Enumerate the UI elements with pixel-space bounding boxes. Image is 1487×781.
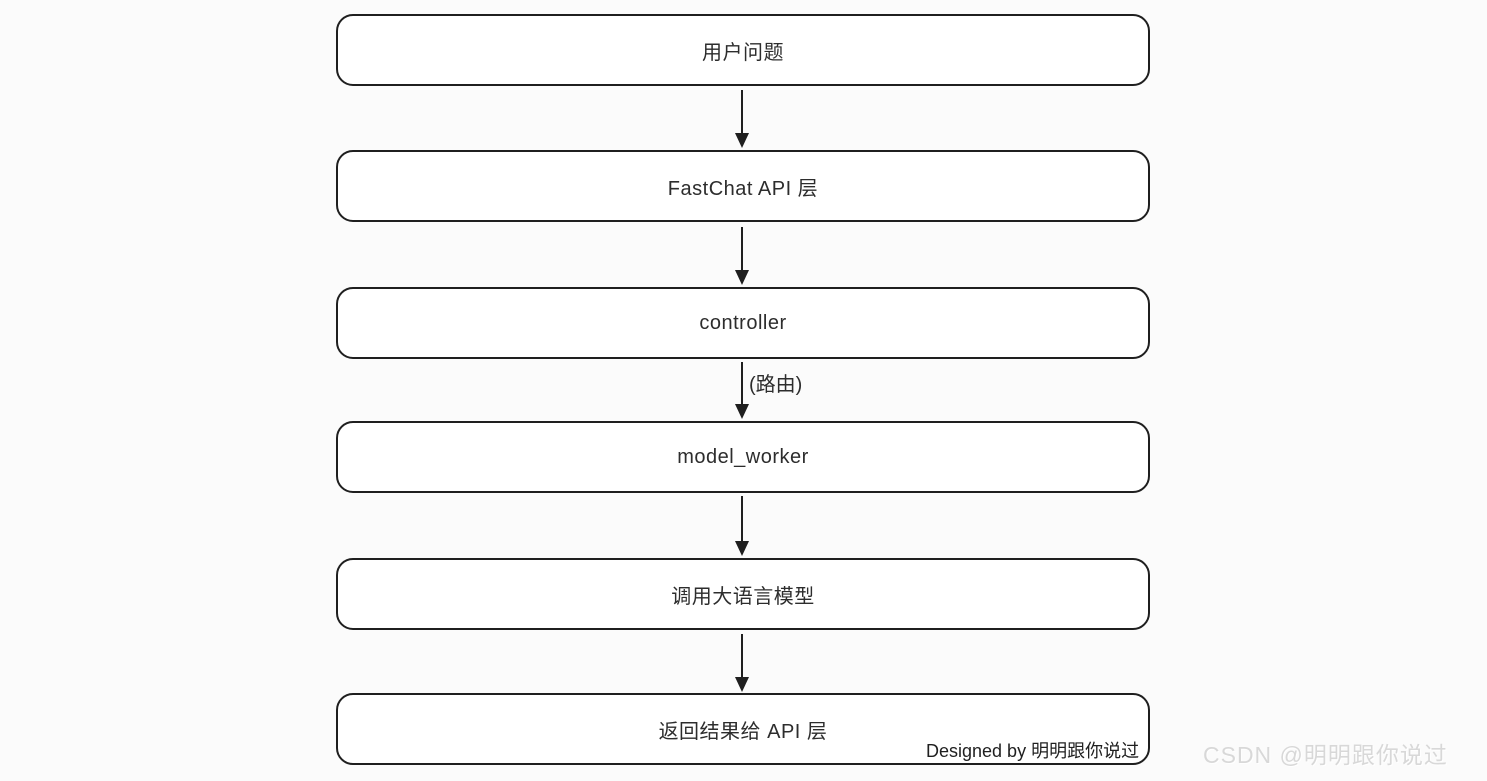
- flow-node-label: 返回结果给 API 层: [658, 720, 828, 743]
- csdn-watermark: CSDN @明明跟你说过: [1203, 742, 1448, 768]
- flow-node-label: 用户问题: [702, 41, 784, 64]
- flow-node-call-llm: 调用大语言模型: [336, 558, 1150, 630]
- arrow-down-icon: [741, 496, 743, 554]
- flow-node-controller: controller: [336, 287, 1150, 359]
- flow-node-label: model_worker: [677, 445, 809, 468]
- arrow-down-icon: [741, 227, 743, 283]
- designer-credit: Designed by 明明跟你说过: [926, 741, 1140, 761]
- flow-node-return-result: 返回结果给 API 层: [336, 693, 1150, 765]
- arrow-down-icon: [741, 362, 743, 417]
- flow-node-user-question: 用户问题: [336, 14, 1150, 86]
- flow-node-label: 调用大语言模型: [671, 585, 815, 608]
- arrow-down-icon: [741, 634, 743, 690]
- flow-node-model-worker: model_worker: [336, 421, 1150, 493]
- flow-node-label: controller: [699, 311, 787, 334]
- flow-node-label: FastChat API 层: [667, 177, 819, 200]
- flow-node-fastchat-api: FastChat API 层: [336, 150, 1150, 222]
- edge-label-routing: (路由): [749, 374, 803, 396]
- arrow-down-icon: [741, 90, 743, 146]
